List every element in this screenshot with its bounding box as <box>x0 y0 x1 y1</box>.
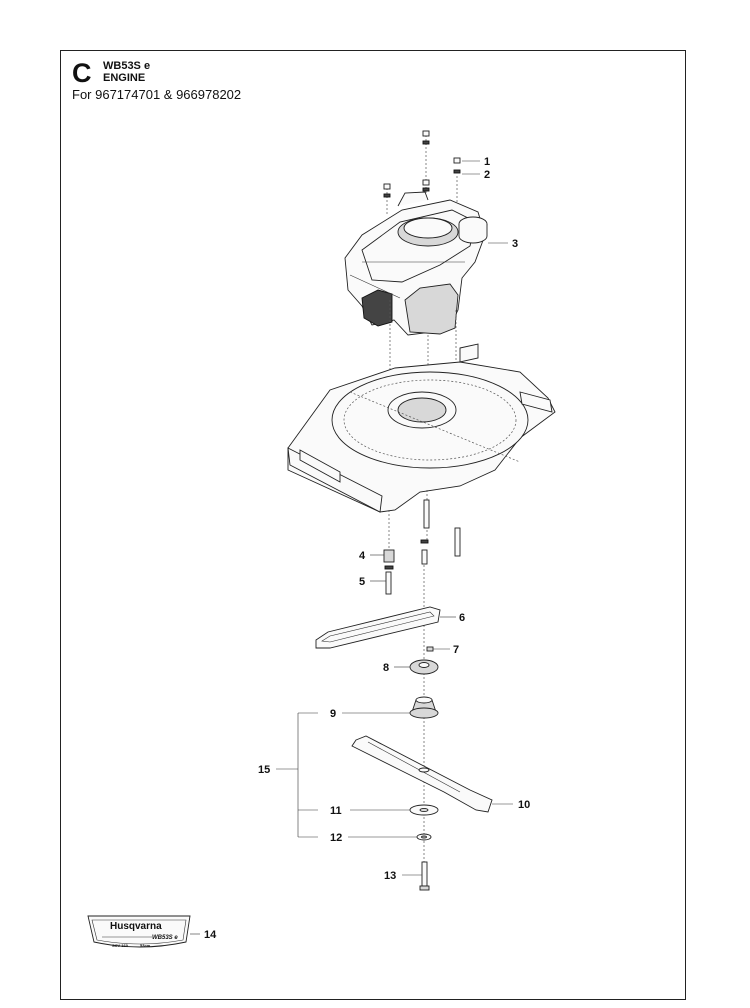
callout-10: 10 <box>518 799 530 811</box>
applies-to-subtitle: For 967174701 & 966978202 <box>72 87 242 102</box>
callout-15: 15 <box>258 764 270 776</box>
decal-brand-text: Husqvarna <box>110 921 162 932</box>
deck-bolts <box>420 499 461 565</box>
callout-2: 2 <box>484 169 490 181</box>
kit-bracket <box>276 712 318 838</box>
blade-washer <box>350 804 439 816</box>
pulley <box>394 659 439 675</box>
engine-assembly <box>344 191 488 428</box>
page-title: ENGINE <box>103 72 146 84</box>
diagram-frame <box>60 50 686 1000</box>
callout-14: 14 <box>204 929 217 941</box>
cutting-blade <box>351 735 513 813</box>
decal-small-left: SCV 160 <box>112 943 129 948</box>
decal-small-right: 53cm <box>140 943 151 948</box>
callout-9: 9 <box>330 708 336 720</box>
engine-mount-bolts <box>383 130 461 215</box>
drive-belt <box>315 606 456 649</box>
lock-washer <box>348 833 432 841</box>
blade-adapter <box>342 696 439 719</box>
woodruff-key <box>426 646 450 652</box>
callout-12: 12 <box>330 832 342 844</box>
callout-7: 7 <box>453 644 459 656</box>
mower-deck <box>287 343 556 540</box>
decal-model-text: WB53S e <box>152 935 178 941</box>
callout-6: 6 <box>459 612 465 624</box>
model-name: WB53S e <box>103 60 151 72</box>
blade-bolt <box>402 861 430 891</box>
callout-8: 8 <box>383 662 389 674</box>
callout-13: 13 <box>384 870 396 882</box>
callout-11: 11 <box>330 805 342 817</box>
model-decal <box>87 915 200 948</box>
callout-3: 3 <box>512 238 518 250</box>
callout-4: 4 <box>359 550 366 562</box>
section-letter: C <box>72 58 92 88</box>
spacer-and-bolt <box>370 510 395 595</box>
callout-1: 1 <box>484 156 490 168</box>
callout-5: 5 <box>359 576 365 588</box>
